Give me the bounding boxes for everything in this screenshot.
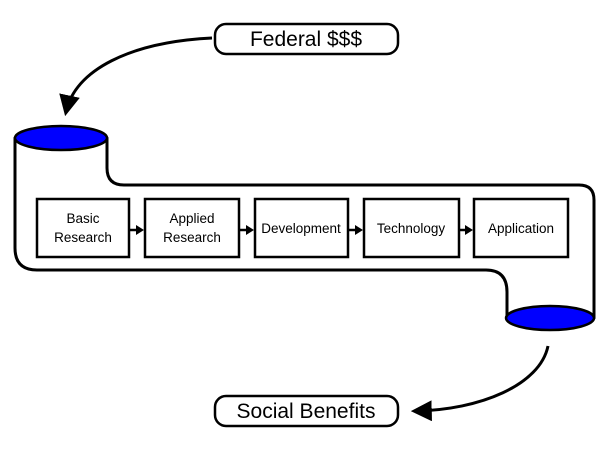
connector-arrow-4 <box>459 225 473 235</box>
connector-arrow-1 <box>129 225 144 235</box>
stage-technology-label: Technology <box>377 221 446 236</box>
stage-basic-research-line2: Research <box>54 230 112 245</box>
federal-funding-label: Federal $$$ <box>250 28 362 51</box>
stage-basic-research-line1: Basic <box>66 211 99 226</box>
federal-funding-box: Federal $$$ <box>213 22 400 56</box>
pipe-outlet-opening <box>504 304 596 332</box>
stage-applied-research: Applied Research <box>143 197 241 259</box>
funding-inflow-arrow <box>59 36 213 117</box>
social-benefits-label: Social Benefits <box>237 400 376 423</box>
stage-application-label: Application <box>488 221 554 236</box>
stage-technology: Technology <box>362 197 461 259</box>
stage-application: Application <box>472 197 570 259</box>
stage-development-label: Development <box>261 221 341 236</box>
connector-arrow-2 <box>239 225 254 235</box>
benefits-outflow-arrow <box>410 345 550 422</box>
pipe-inlet-opening <box>13 124 109 152</box>
stage-applied-research-line2: Research <box>163 230 221 245</box>
stage-basic-research: Basic Research <box>35 197 131 259</box>
social-benefits-box: Social Benefits <box>213 394 400 428</box>
stage-applied-research-line1: Applied <box>169 211 214 226</box>
stage-development: Development <box>253 197 350 259</box>
connector-arrow-3 <box>348 225 363 235</box>
